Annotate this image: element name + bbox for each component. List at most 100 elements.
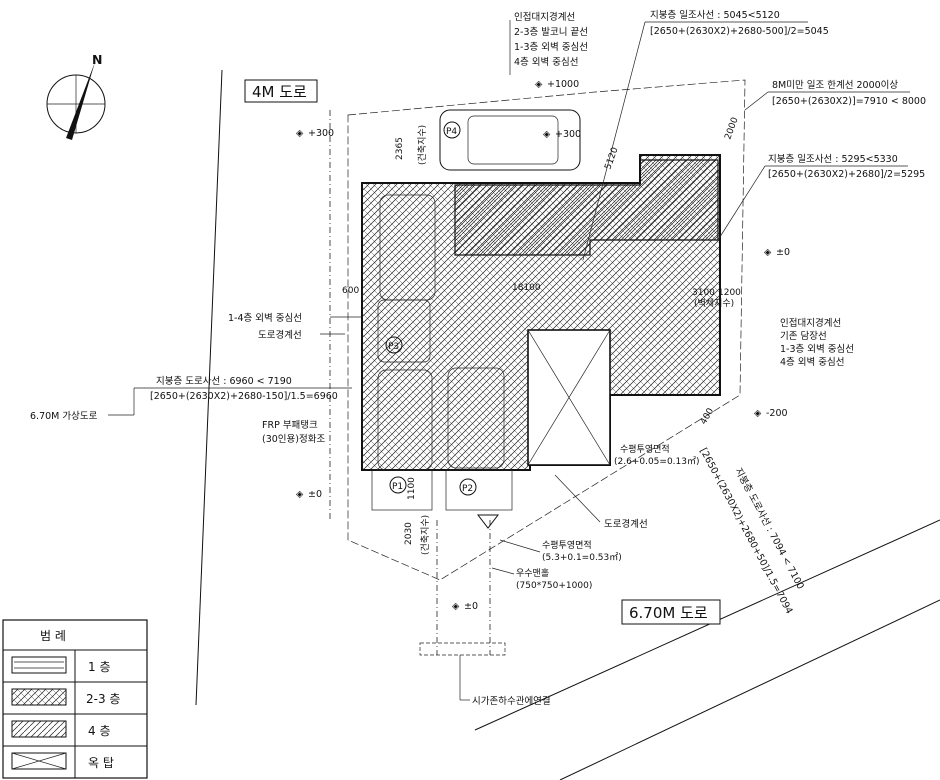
dim-600: 600 <box>342 286 359 296</box>
legend: 범 례 1 층 2-3 층 4 층 옥 탑 <box>2 619 148 779</box>
parking-circle-p1 <box>389 476 407 494</box>
north-needle-icon <box>66 62 95 140</box>
parking-p1: P1 <box>392 482 403 492</box>
dim-1200: 1200 <box>718 288 741 298</box>
daylight3-title: 지붕층 일조사선 : 5295<5330 <box>768 154 898 165</box>
existing-car-top <box>439 109 581 171</box>
level-icon-5: ◈ <box>754 408 762 419</box>
road-slant-west-title: 지붕층 도로사선 : 6960 < 7190 <box>156 376 292 387</box>
parking-circle-p2 <box>459 478 477 496</box>
parking-markers: P4 P1 P2 P3 <box>385 121 477 496</box>
dim-2365: 2365 <box>395 137 405 160</box>
legend-row-3: 옥 탑 <box>88 756 114 770</box>
entrance-left <box>371 469 433 511</box>
south-road-edge <box>474 519 940 731</box>
west-road-edge <box>195 69 223 706</box>
legend-swatch-4f <box>11 720 67 738</box>
water-drain: 우수맨홀 <box>516 567 549 579</box>
water-road-boundary: 도로경계선 <box>604 518 648 530</box>
parking-p2: P2 <box>462 484 473 494</box>
dim-3100: 3100 <box>692 288 715 298</box>
dim-small-b: (건축지수) <box>420 515 431 555</box>
water-area2: 수평투영면적 <box>542 539 592 551</box>
north-arrow: N <box>46 52 106 140</box>
level-zero-w: ±0 <box>308 489 322 500</box>
virtual-road-label: 6.70M 가상도로 <box>30 411 98 422</box>
rooftop-cross-b <box>527 329 611 466</box>
level-p1000: +1000 <box>547 79 579 90</box>
right-label-group: 인접대지경계선 기존 담장선 1-3층 외벽 중심선 4층 외벽 중심선 <box>780 317 854 368</box>
dim-400: 400 <box>699 406 716 426</box>
daylight1-leader <box>582 21 646 261</box>
water-area2-leader <box>499 539 541 553</box>
level-icon-1: ◈ <box>296 128 304 139</box>
level-markers: ◈ +300 ◈ +1000 ◈ +300 ◈ ±0 ◈ -200 ◈ ±0 ◈… <box>296 79 790 612</box>
dim-5120: 5120 <box>603 146 620 171</box>
left-road-boundary-label: 도로경계선 <box>258 329 302 341</box>
legend-swatch-roof-b <box>11 752 67 770</box>
car-roof <box>467 115 559 165</box>
level-zero-s: ±0 <box>464 601 478 612</box>
level-p300b: +300 <box>555 129 581 140</box>
parking-p4: P4 <box>446 127 457 137</box>
level-zero-e: ±0 <box>776 247 790 258</box>
top-label-3: 4층 외벽 중심선 <box>514 56 579 68</box>
water-drain-size: (750*750+1000) <box>516 581 592 591</box>
legend-row-2: 4 층 <box>88 724 111 738</box>
car-outline-d <box>447 367 505 469</box>
level-m200: -200 <box>766 408 788 419</box>
water-area2-formula: (5.3+0.1=0.53㎡) <box>542 552 622 563</box>
sewer-connection <box>419 642 506 656</box>
legend-swatch-1f <box>11 656 67 674</box>
parking-p3: P3 <box>388 342 399 352</box>
car-body <box>439 109 581 171</box>
left-wall-center-label: 1-4층 외벽 중심선 <box>228 312 302 324</box>
level-icon-2: ◈ <box>535 79 543 90</box>
tank-line1: FRP 부패탱크 <box>262 420 318 431</box>
level-icon-6: ◈ <box>296 489 304 500</box>
north-label: N <box>92 52 102 67</box>
dim-small-a: (건축지수) <box>417 125 428 165</box>
south-road-far-edge <box>559 599 940 780</box>
right-label-1: 기존 담장선 <box>780 330 827 342</box>
daylight3-leader <box>717 165 766 241</box>
entrance-right <box>445 469 513 511</box>
level-icon-3: ◈ <box>543 129 551 140</box>
drain-triangle-icon <box>476 514 500 529</box>
daylight2-title: 8M미만 일조 한계선 2000이상 <box>772 79 898 91</box>
road-slant-west-formula: [2650+(2630X2)+2680-150]/1.5=6960 <box>150 391 338 402</box>
daylight1-formula: [2650+(2630X2)+2680-500]/2=5045 <box>650 26 829 37</box>
legend-title: 범 례 <box>40 629 66 643</box>
south-road-label: 6.70M 도로 <box>629 604 708 622</box>
water-area1: 수평투영면적 <box>620 443 670 455</box>
dim-1100: 1100 <box>407 477 417 500</box>
north-road-box <box>244 79 318 103</box>
daylight1-title: 지붕층 일조사선 : 5045<5120 <box>650 10 780 21</box>
daylight3-formula: [2650+(2630X2)+2680]/2=5295 <box>768 169 925 180</box>
right-label-2: 1-3층 외벽 중심선 <box>780 343 854 355</box>
legend-row-0: 1 층 <box>88 660 111 674</box>
level-p300: +300 <box>308 128 334 139</box>
level-icon-7: ◈ <box>452 601 460 612</box>
water-sewer: 시가존하수관에연결 <box>472 695 551 707</box>
daylight2-formula: [2650+(2630X2)]=7910 < 8000 <box>772 96 926 107</box>
level-icon-4: ◈ <box>764 247 772 258</box>
top-label-1: 2-3층 발코니 끝선 <box>514 27 588 38</box>
dim-center: 18100 <box>512 283 541 293</box>
water-drain-leader <box>491 567 515 575</box>
top-label-0: 인접대지경계선 <box>514 11 575 23</box>
water-area1-formula: (2.6+0.05=0.13㎡) <box>614 456 700 467</box>
dim-2000: 2000 <box>723 116 740 141</box>
car-outline-b <box>377 299 431 363</box>
legend-swatch-23f <box>11 688 67 706</box>
parking-circle-p4 <box>443 121 461 139</box>
legend-row-1: 2-3 층 <box>86 692 120 706</box>
site-boundary <box>347 79 746 581</box>
road-boundary-leader <box>554 474 601 523</box>
dim-small-c: (벽체지수) <box>694 298 734 309</box>
right-label-0: 인접대지경계선 <box>780 317 841 329</box>
top-label-2: 1-3층 외벽 중심선 <box>514 41 588 53</box>
dim-2030: 2030 <box>404 522 414 545</box>
parking-circle-p3 <box>385 336 403 354</box>
